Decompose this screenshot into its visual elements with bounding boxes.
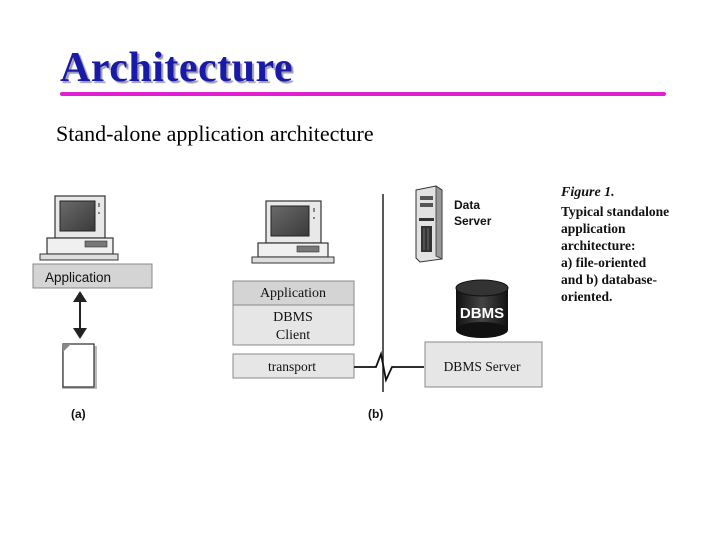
network-link-icon [354,350,424,383]
application-box-a [32,263,153,289]
dbms-cylinder-label: DBMS [460,305,504,322]
dbms-client-box [232,304,355,346]
transport-box [232,353,355,379]
computer-icon-b [251,200,335,264]
slide-title: Architecture [60,45,294,91]
database-cylinder-icon [455,279,509,338]
data-server-label-line1: Data [454,198,480,212]
computer-icon-a [39,195,119,261]
caption-line: application [561,221,626,236]
caption-line: and b) database- [561,272,658,287]
title-underline [60,92,666,96]
caption-line: a) file-oriented [561,255,647,270]
dbms-client-label-line2: Client [276,328,310,343]
application-box-b [232,280,355,306]
transport-label: transport [268,359,316,374]
double-arrow-icon [73,291,87,339]
dbms-client-label-line1: DBMS [273,310,313,325]
data-server-label-line2: Server [454,214,492,228]
figure-caption: Figure 1. Typical standalone application… [561,184,691,305]
panel-label-a: (a) [71,407,86,421]
application-label-a: Application [45,270,111,285]
data-server-tower-icon [415,185,443,263]
caption-line: oriented. [561,289,613,304]
document-file-icon [62,343,97,389]
caption-heading: Figure 1. [561,185,615,200]
caption-line: Typical standalone [561,204,670,219]
dbms-server-box [424,341,543,388]
dbms-server-label: DBMS Server [444,359,521,374]
panel-label-b: (b) [368,407,383,421]
slide-subtitle: Stand-alone application architecture [56,121,374,146]
caption-line: architecture: [561,238,636,253]
application-label-b: Application [260,286,326,301]
